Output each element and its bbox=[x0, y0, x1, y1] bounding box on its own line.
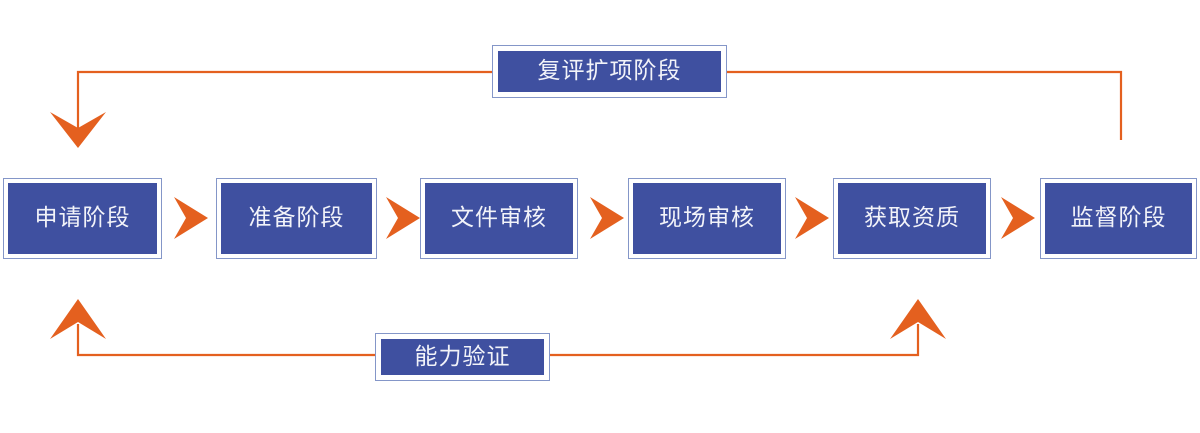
stage-box-fill: 复评扩项阶段 bbox=[498, 51, 721, 92]
arrow-down-to-apply-icon bbox=[50, 112, 106, 148]
chevron-arrow-2 bbox=[384, 195, 422, 241]
connector-top-right bbox=[727, 70, 1123, 140]
chevron-arrow-1 bbox=[172, 195, 210, 241]
stage-label-doc-review: 文件审核 bbox=[451, 205, 547, 231]
chevron-arrow-3 bbox=[588, 195, 626, 241]
stage-box-fill: 能力验证 bbox=[381, 339, 544, 375]
stage-box-reassessment[interactable]: 复评扩项阶段 bbox=[492, 45, 727, 98]
stage-label-get-cert: 获取资质 bbox=[864, 205, 960, 231]
stage-box-fill: 文件审核 bbox=[425, 183, 573, 254]
arrow-up-to-get-cert-icon bbox=[890, 299, 946, 339]
stage-box-supervise[interactable]: 监督阶段 bbox=[1040, 178, 1197, 259]
stage-box-prepare[interactable]: 准备阶段 bbox=[216, 178, 377, 259]
stage-label-site-audit: 现场审核 bbox=[659, 205, 755, 231]
connector-top-left bbox=[76, 70, 492, 128]
chevron-arrow-4 bbox=[793, 195, 831, 241]
stage-box-get-cert[interactable]: 获取资质 bbox=[833, 178, 991, 259]
stage-box-fill: 准备阶段 bbox=[221, 183, 372, 254]
stage-label-supervise: 监督阶段 bbox=[1070, 205, 1167, 231]
connector-bottom-left bbox=[76, 324, 375, 357]
stage-label-apply: 申请阶段 bbox=[34, 205, 131, 231]
stage-label-proficiency-testing: 能力验证 bbox=[414, 343, 511, 370]
stage-label-prepare: 准备阶段 bbox=[248, 205, 345, 231]
stage-box-fill: 申请阶段 bbox=[8, 183, 157, 254]
stage-box-fill: 获取资质 bbox=[838, 183, 986, 254]
stage-box-proficiency-testing[interactable]: 能力验证 bbox=[375, 333, 550, 381]
stage-box-fill: 现场审核 bbox=[633, 183, 781, 254]
chevron-arrow-5 bbox=[999, 195, 1037, 241]
stage-box-site-audit[interactable]: 现场审核 bbox=[628, 178, 786, 259]
stage-box-doc-review[interactable]: 文件审核 bbox=[420, 178, 578, 259]
stage-label-reassessment: 复评扩项阶段 bbox=[537, 58, 682, 84]
arrow-up-to-apply-icon bbox=[50, 299, 106, 339]
stage-box-apply[interactable]: 申请阶段 bbox=[3, 178, 162, 259]
stage-box-fill: 监督阶段 bbox=[1045, 183, 1192, 254]
connector-bottom-right bbox=[550, 324, 920, 357]
